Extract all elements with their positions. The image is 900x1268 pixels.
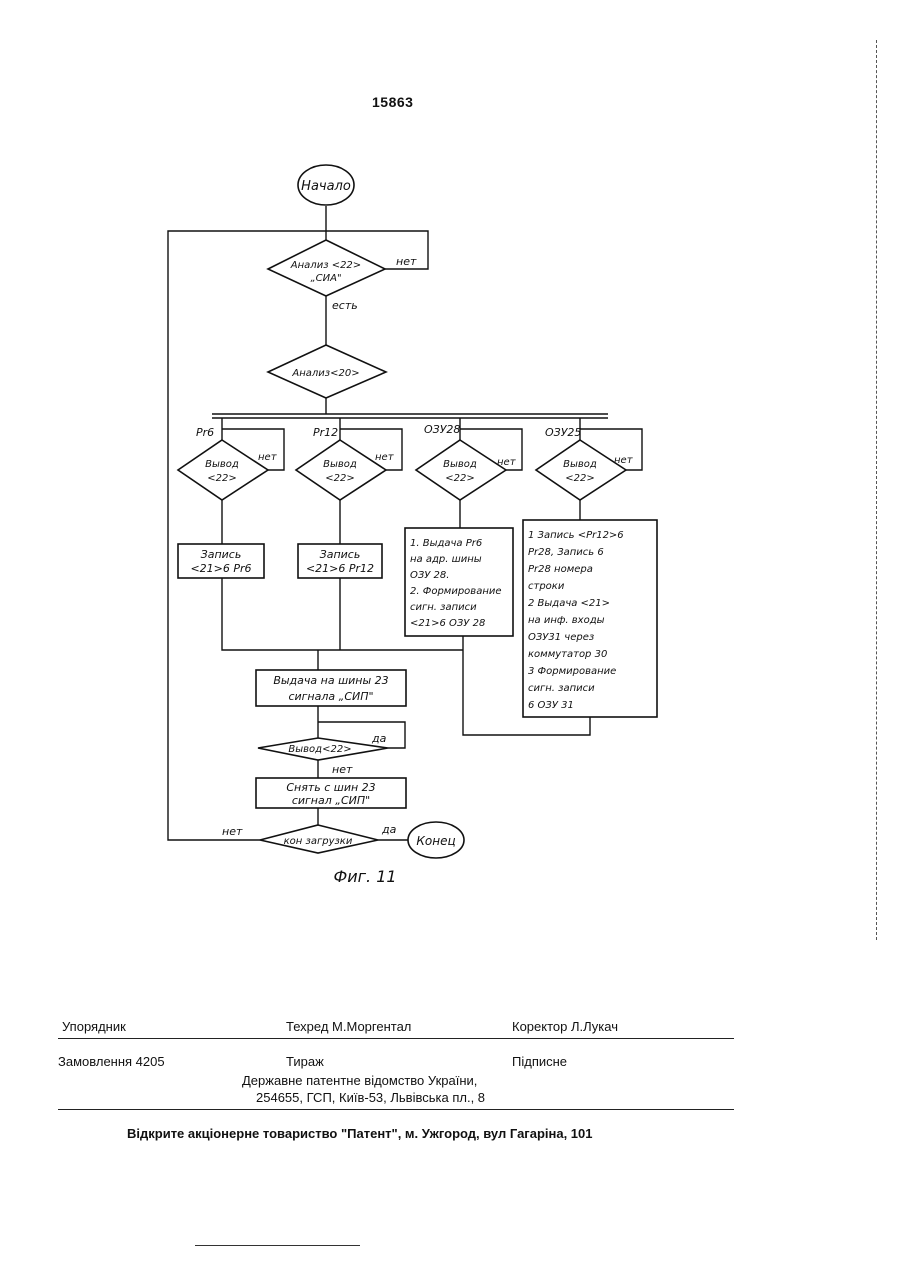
branch-pr6-no-label: нет [258,452,278,463]
branch-ozu28-box-line3: ОЗУ 28. [410,570,449,581]
branch-pr6-box-line1: Запись [201,548,242,561]
branch-ozu25-box-line8: коммутатор 30 [528,649,607,660]
footer-order: Замовлення 4205 [58,1054,165,1069]
end-load-label: кон загрузки [284,836,353,847]
footer-divider-bottom [58,1109,734,1110]
remove-sip-line1: Снять с шин 23 [286,781,375,794]
flowchart: Начало Анализ <22> „СИА" нет есть Анализ… [0,0,900,900]
branch-ozu25-decision [536,440,626,500]
branch-pr12-box-line2: <21>6 Pr12 [306,562,374,575]
branch-ozu25-decision-line1: Вывод [563,459,597,470]
footer-office-line2: 254655, ГСП, Київ-53, Львівська пл., 8 [256,1090,485,1105]
branch-ozu25-label: ОЗУ25 [545,426,581,439]
branch-ozu28-decision [416,440,506,500]
footer-divider-top [58,1038,734,1039]
footer-techred: Техред М.Моргентал [286,1019,411,1034]
branch-ozu25-box-line10: сигн. записи [528,683,595,694]
branch-ozu28-box-line2: на адр. шины [410,554,482,565]
branch-ozu25-decision-line2: <22> [565,473,594,484]
figure-caption: Фиг. 11 [333,867,396,886]
analysis-22-yes-label: есть [332,299,358,312]
branch-pr6-box-line2: <21>6 Pr6 [190,562,251,575]
branch-pr12-decision-line1: Вывод [323,459,357,470]
footer-publisher: Відкрите акціонерне товариство "Патент",… [127,1126,593,1141]
branch-ozu25-no-label: нет [614,455,634,466]
output-decision-no-label: нет [332,763,353,776]
branch-ozu28-box-line4: 2. Формирование [410,586,502,597]
analysis-22-line2: „СИА" [310,273,341,284]
branch-ozu28-decision-line2: <22> [445,473,474,484]
footer-circulation: Тираж [286,1054,324,1069]
start-label: Начало [301,179,351,194]
branch-pr12-decision [296,440,386,500]
branch-ozu25-box-line6: на инф. входы [528,615,605,626]
branch-pr6-decision-line2: <22> [207,473,236,484]
footer-compiler: Упорядник [62,1019,126,1034]
branch-ozu25-box-line2: Pr28, Запись 6 [528,547,604,558]
branch-pr12-decision-line2: <22> [325,473,354,484]
page-edge-mark [876,40,877,940]
branch-ozu28-box-line1: 1. Выдача Pr6 [410,538,482,549]
branch-ozu25-box-line7: ОЗУ31 через [528,632,594,643]
end-load-no-label: нет [222,825,243,838]
branch-ozu25-box-line11: 6 ОЗУ 31 [528,700,574,711]
branch-pr12-box-line1: Запись [320,548,361,561]
bottom-short-rule [195,1245,360,1246]
end-load-yes-label: да [381,823,397,836]
end-label: Конец [416,834,455,848]
output-decision-yes-label: да [371,732,387,745]
branch-ozu25-box-line3: Pr28 номера [528,564,593,575]
branch-ozu25-box-line5: 2 Выдача <21> [528,598,610,609]
branch-ozu25-box-line1: 1 Запись <Pr12>6 [528,530,624,541]
output-sip-line2: сигнала „СИП" [288,690,373,703]
footer-office-line1: Державне патентне відомство України, [242,1073,477,1088]
analysis-22-line1: Анализ <22> [290,260,361,271]
output-decision-label: Вывод<22> [288,744,351,755]
branch-pr6-decision [178,440,268,500]
branch-pr6-decision-line1: Вывод [205,459,239,470]
branch-ozu28-decision-line1: Вывод [443,459,477,470]
branch-ozu25-box-line9: 3 Формирование [528,666,616,677]
remove-sip-line2: сигнал „СИП" [292,794,370,807]
footer-signed: Підписне [512,1054,567,1069]
branch-ozu28-box-line5: сигн. записи [410,602,477,613]
branch-ozu28-label: ОЗУ28 [424,423,460,436]
branch-ozu25-box-line4: строки [528,581,565,592]
branch-pr6-label: Pr6 [196,426,214,439]
output-sip-line1: Выдача на шины 23 [273,674,388,687]
analysis-22-no-label: нет [396,255,417,268]
branch-ozu28-no-label: нет [497,457,517,468]
branch-pr12-no-label: нет [375,452,395,463]
branch-pr12-label: Pr12 [313,426,338,439]
branch-ozu28-box-line6: <21>6 ОЗУ 28 [410,618,485,629]
analysis-20-label: Анализ<20> [291,368,359,379]
footer-corrector: Коректор Л.Лукач [512,1019,618,1034]
